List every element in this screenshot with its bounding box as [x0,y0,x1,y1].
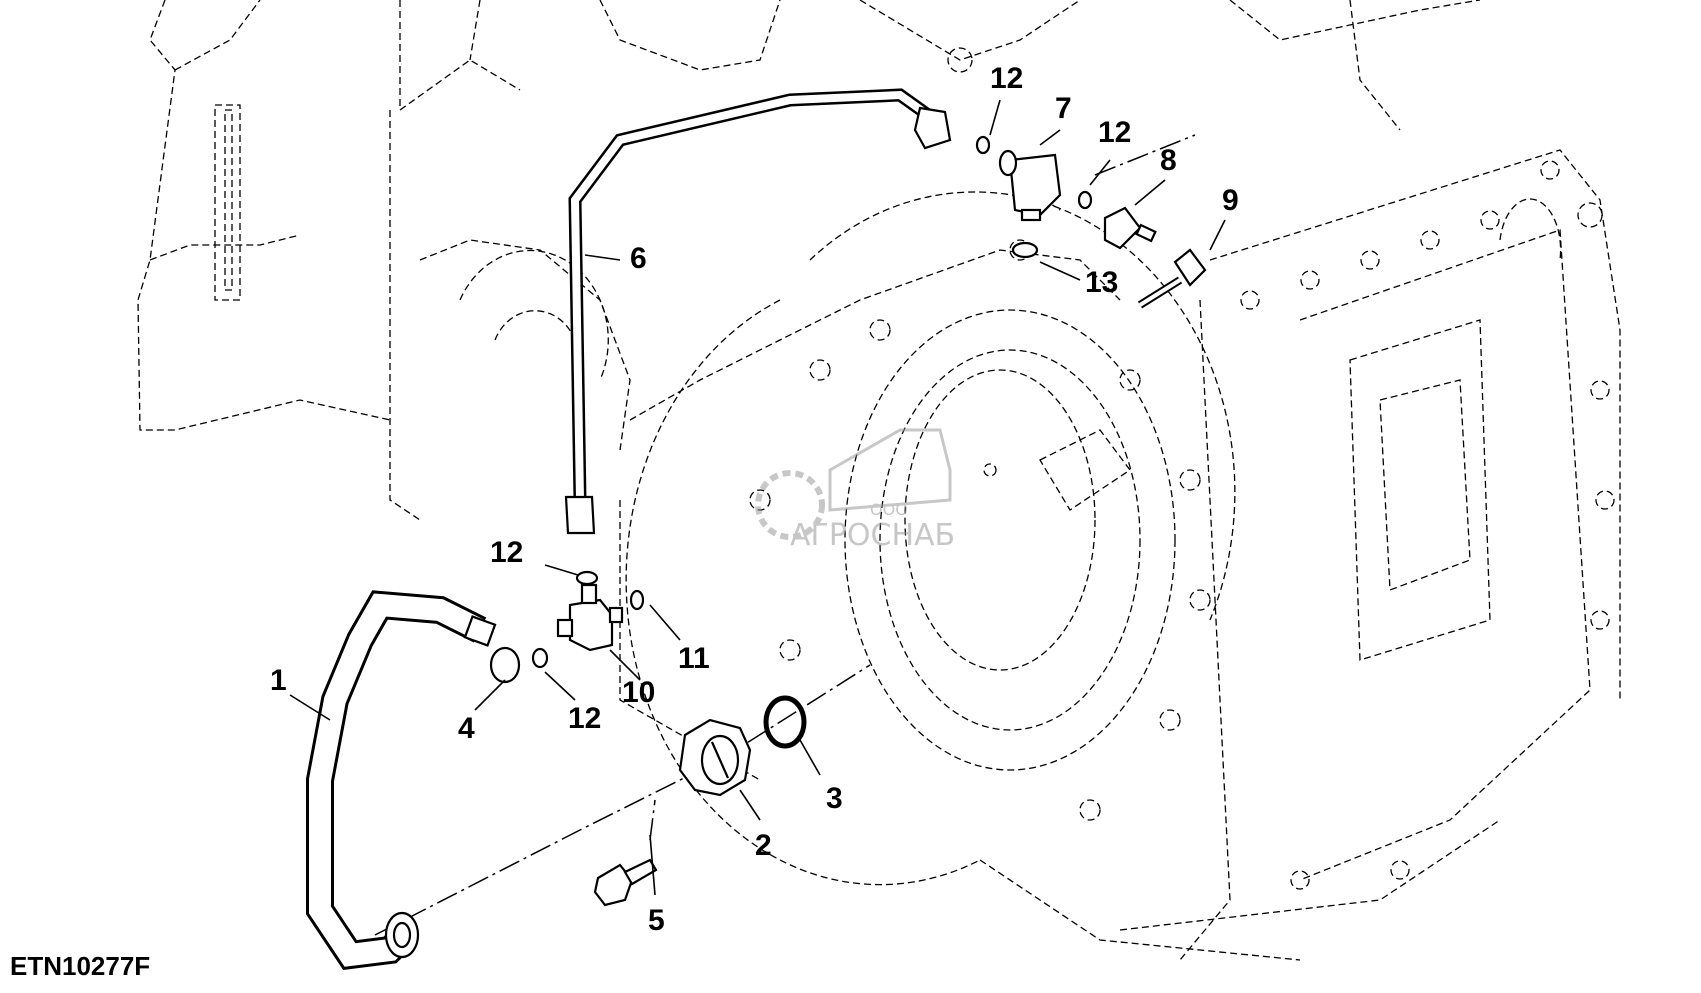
callout-6: 6 [630,242,647,275]
callout-12-tee-bottom: 12 [568,702,601,735]
o-ring-part-3 [763,695,807,749]
leader-lines [289,99,1226,896]
callout-1: 1 [270,664,287,697]
callout-3: 3 [826,782,843,815]
watermark: ООО АГРОСНАБ [755,428,955,553]
tee-part-10 [556,583,624,652]
callout-9: 9 [1222,184,1239,217]
tube-part-6 [564,88,952,535]
figure-id: ETN10277F [10,951,150,981]
callout-7: 7 [1055,92,1072,125]
callout-4: 4 [458,712,475,745]
transmission-housing-outline [137,0,1621,961]
connector-part-9 [1137,248,1207,309]
watermark-name: АГРОСНАБ [790,518,955,553]
callout-labels: 1 2 3 4 5 6 7 8 9 10 11 12 12 12 12 13 [270,62,1239,937]
callout-12-top: 12 [990,62,1023,95]
seal-rings [489,135,1093,684]
bolt-part-5 [593,858,658,907]
callout-8: 8 [1160,144,1177,177]
callout-13: 13 [1085,266,1118,299]
callout-12-right: 12 [1098,116,1131,149]
callout-10: 10 [622,676,655,709]
flange-part-2 [678,718,752,797]
fitting-part-7 [998,149,1062,222]
sensor-part-8 [1103,206,1157,250]
callout-5: 5 [648,904,665,937]
callout-11: 11 [678,642,710,675]
watermark-prefix: ООО [870,500,908,519]
callout-12-tee-top: 12 [490,536,523,569]
hose-part-1 [306,590,497,970]
callout-2: 2 [755,829,772,862]
